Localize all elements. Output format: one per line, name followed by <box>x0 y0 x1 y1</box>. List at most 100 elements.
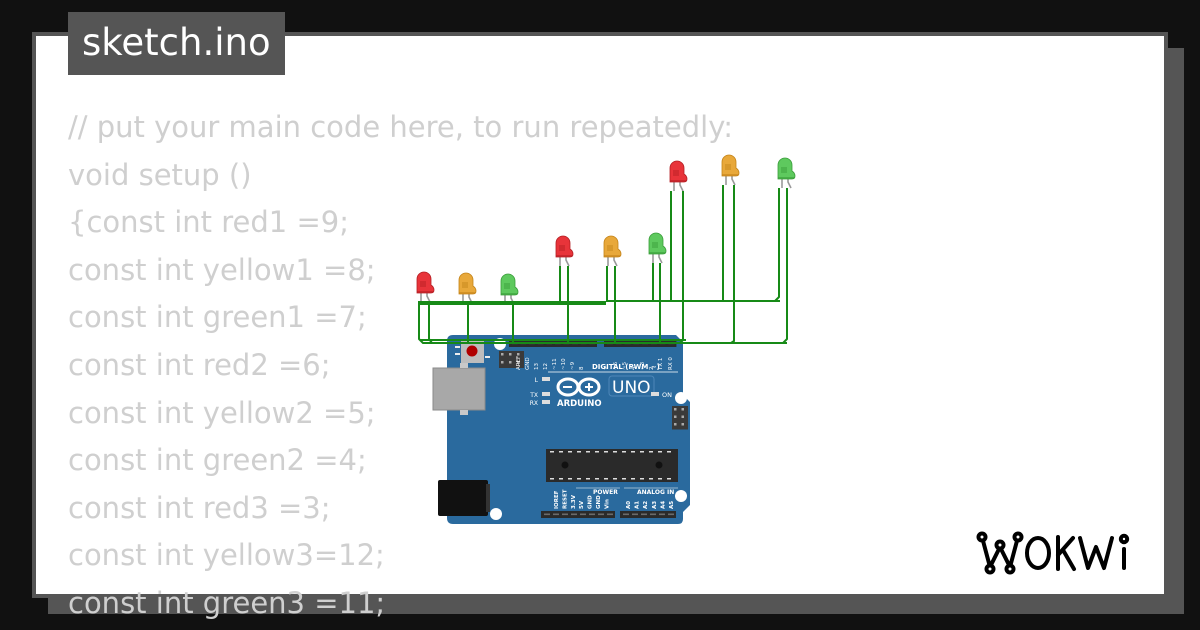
digital-pin-label: 4 <box>631 366 637 370</box>
reset-button[interactable] <box>466 345 478 357</box>
digital-pin-label: TX 1 <box>658 358 664 371</box>
digital-pin-label: ~5 <box>622 361 628 370</box>
digital-label: DIGITAL (PWM ~) <box>592 363 660 371</box>
mounting-hole <box>675 490 687 502</box>
tx-led <box>542 392 550 396</box>
analog-pin-label: A4 <box>660 501 666 509</box>
power-pin-label: Vin <box>604 499 610 509</box>
led-leg <box>613 257 618 267</box>
mounting-hole <box>490 508 502 520</box>
l-led-label: L <box>535 377 539 384</box>
chip-pin <box>622 451 626 453</box>
led-red2[interactable] <box>555 235 574 267</box>
header-pin[interactable] <box>589 513 595 516</box>
usb-port <box>432 367 486 411</box>
header-pin[interactable] <box>553 513 559 516</box>
header-pin[interactable] <box>632 513 638 516</box>
digital-pin-label: 2 <box>649 367 655 371</box>
analog-pin-label: A3 <box>652 501 658 509</box>
power-jack-edge <box>486 484 490 512</box>
led-leg <box>679 182 684 192</box>
l-led <box>542 377 550 381</box>
chip-pin <box>631 478 635 480</box>
led-yellow3[interactable] <box>721 154 740 186</box>
header-pin[interactable] <box>659 513 665 516</box>
chip-pin <box>559 478 563 480</box>
chip-pin <box>550 451 554 453</box>
icsp-header-2 <box>672 406 688 430</box>
digital-pin-label: ~10 <box>561 358 567 370</box>
power-pin-label: GND <box>596 495 602 509</box>
power-pin-label: RESET <box>562 489 568 509</box>
led-green1[interactable] <box>500 273 519 305</box>
chip-pins <box>550 451 671 480</box>
header-pin[interactable] <box>650 513 656 516</box>
on-led <box>651 392 659 396</box>
header-pin[interactable] <box>571 513 577 516</box>
board-brand-label: ARDUINO <box>557 399 602 409</box>
code-line: const int green2 =4; <box>68 443 367 478</box>
header-pin[interactable] <box>668 513 674 516</box>
power-header <box>541 511 615 518</box>
rx-led <box>542 400 550 404</box>
wokwi-logo-icon <box>976 531 1130 575</box>
leds <box>416 154 796 305</box>
file-tab[interactable]: sketch.ino <box>68 12 285 75</box>
power-jack <box>438 480 488 516</box>
chip-pin <box>559 451 563 453</box>
header-pin[interactable] <box>607 513 613 516</box>
code-line: const int red2 =6; <box>68 347 331 382</box>
led-rim <box>649 252 666 254</box>
power-pin-label: 5V <box>579 500 585 509</box>
usb-tab <box>460 363 468 368</box>
digital-pin-label: 7 <box>604 366 610 370</box>
led-rim <box>417 291 434 293</box>
chip-pin <box>550 478 554 480</box>
led-green2[interactable] <box>648 232 667 264</box>
led-die <box>725 164 731 170</box>
led-die <box>781 167 787 173</box>
header-pin[interactable] <box>544 513 550 516</box>
icsp-pin <box>681 423 684 426</box>
chip-pin <box>658 478 662 480</box>
wokwi-logo <box>976 527 1151 588</box>
chip-dot <box>655 461 663 469</box>
led-leg <box>565 257 570 267</box>
code-line: const int green3 =11; <box>68 585 386 620</box>
on-led-label: ON <box>662 391 672 399</box>
chip-pin <box>613 451 617 453</box>
led-yellow1[interactable] <box>458 272 477 304</box>
uno-frame <box>608 375 655 397</box>
header-pin[interactable] <box>641 513 647 516</box>
mounting-hole <box>675 392 687 404</box>
wire <box>782 188 788 344</box>
led-die <box>607 245 613 251</box>
led-green3[interactable] <box>777 157 796 189</box>
icsp-header <box>499 351 524 368</box>
header-pin[interactable] <box>562 513 568 516</box>
chip-pin <box>658 451 662 453</box>
header-pin[interactable] <box>580 513 586 516</box>
led-rim <box>670 180 687 182</box>
digital-pin-label: AREF <box>516 356 522 370</box>
digital-pin-label: GND <box>525 357 531 370</box>
icsp-pin <box>674 415 677 418</box>
led-die <box>462 282 468 288</box>
chip-pin <box>649 478 653 480</box>
header-pin[interactable] <box>598 513 604 516</box>
header-pin[interactable] <box>623 513 629 516</box>
arduino-logo-icon <box>556 377 601 397</box>
led-die <box>652 242 658 248</box>
led-yellow2[interactable] <box>603 235 622 267</box>
wire <box>428 303 433 344</box>
chip-pin <box>568 451 572 453</box>
led-red1[interactable] <box>416 271 435 303</box>
chip-pin <box>604 478 608 480</box>
led-red3[interactable] <box>669 160 688 192</box>
chip-pin <box>586 451 590 453</box>
chip-pin <box>595 451 599 453</box>
